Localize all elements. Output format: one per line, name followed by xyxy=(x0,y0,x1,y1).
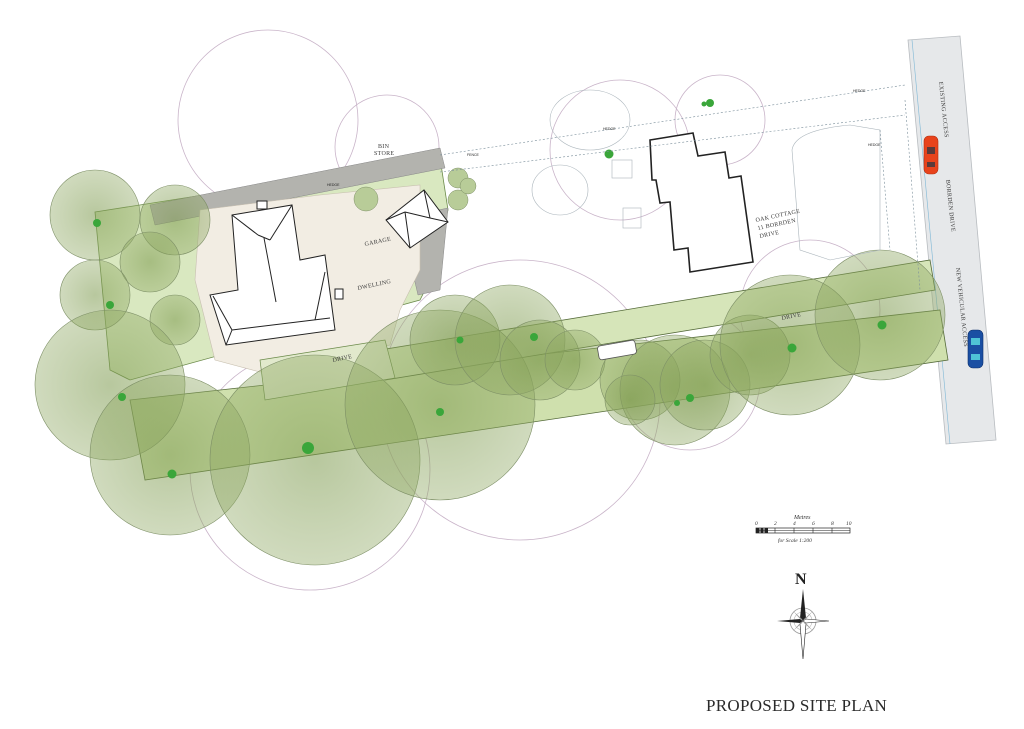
blue-car-icon xyxy=(967,329,984,369)
scale-bar xyxy=(755,527,851,534)
shrubs xyxy=(353,167,477,212)
existing-access-label: EXISTING ACCESS xyxy=(937,82,949,138)
north-label: N xyxy=(795,571,807,588)
scale-tick-8: 8 xyxy=(831,521,834,527)
bin-store-label-2: STORE xyxy=(374,151,394,157)
scale-bar-unit-label: Metres xyxy=(794,515,811,521)
tree-trunks xyxy=(93,99,887,479)
hedge-label: HEDGE xyxy=(603,127,616,131)
tree-canopies xyxy=(34,169,946,566)
neighbour-building-oak-cottage xyxy=(649,132,754,273)
north-arrow-icon xyxy=(777,589,830,660)
scale-tick-2: 2 xyxy=(774,521,777,527)
scale-note: for Scale 1:200 xyxy=(778,538,812,544)
hedge-label: HEDGE xyxy=(868,143,881,147)
drawing-title: PROPOSED SITE PLAN xyxy=(706,696,888,715)
drive-label-west: DRIVE xyxy=(332,354,353,364)
car-outline-on-drive xyxy=(597,339,637,361)
scale-tick-4: 4 xyxy=(793,521,796,527)
fence-label: FENCE xyxy=(467,153,480,157)
hedge-label: HEDGE xyxy=(853,89,866,93)
boundary-lines xyxy=(439,84,921,291)
garage-label: GARAGE xyxy=(364,237,391,248)
hedge-label: HEDGE xyxy=(327,183,340,187)
scale-tick-0: 0 xyxy=(755,521,758,527)
dwelling-roof xyxy=(209,200,344,346)
bin-store-label-1: BIN xyxy=(378,144,390,150)
neighbour-garden-details xyxy=(531,89,881,261)
garage-roof xyxy=(385,189,449,249)
scale-tick-6: 6 xyxy=(812,521,815,527)
scale-tick-10: 10 xyxy=(846,521,852,527)
drive-label-east: DRIVE xyxy=(781,312,802,322)
road-name-label: BORRDEN DRIVE xyxy=(944,180,955,233)
road-borrden-drive xyxy=(907,35,997,445)
red-car-icon xyxy=(923,135,939,175)
oak-cottage-label-3: DRIVE xyxy=(759,230,780,240)
